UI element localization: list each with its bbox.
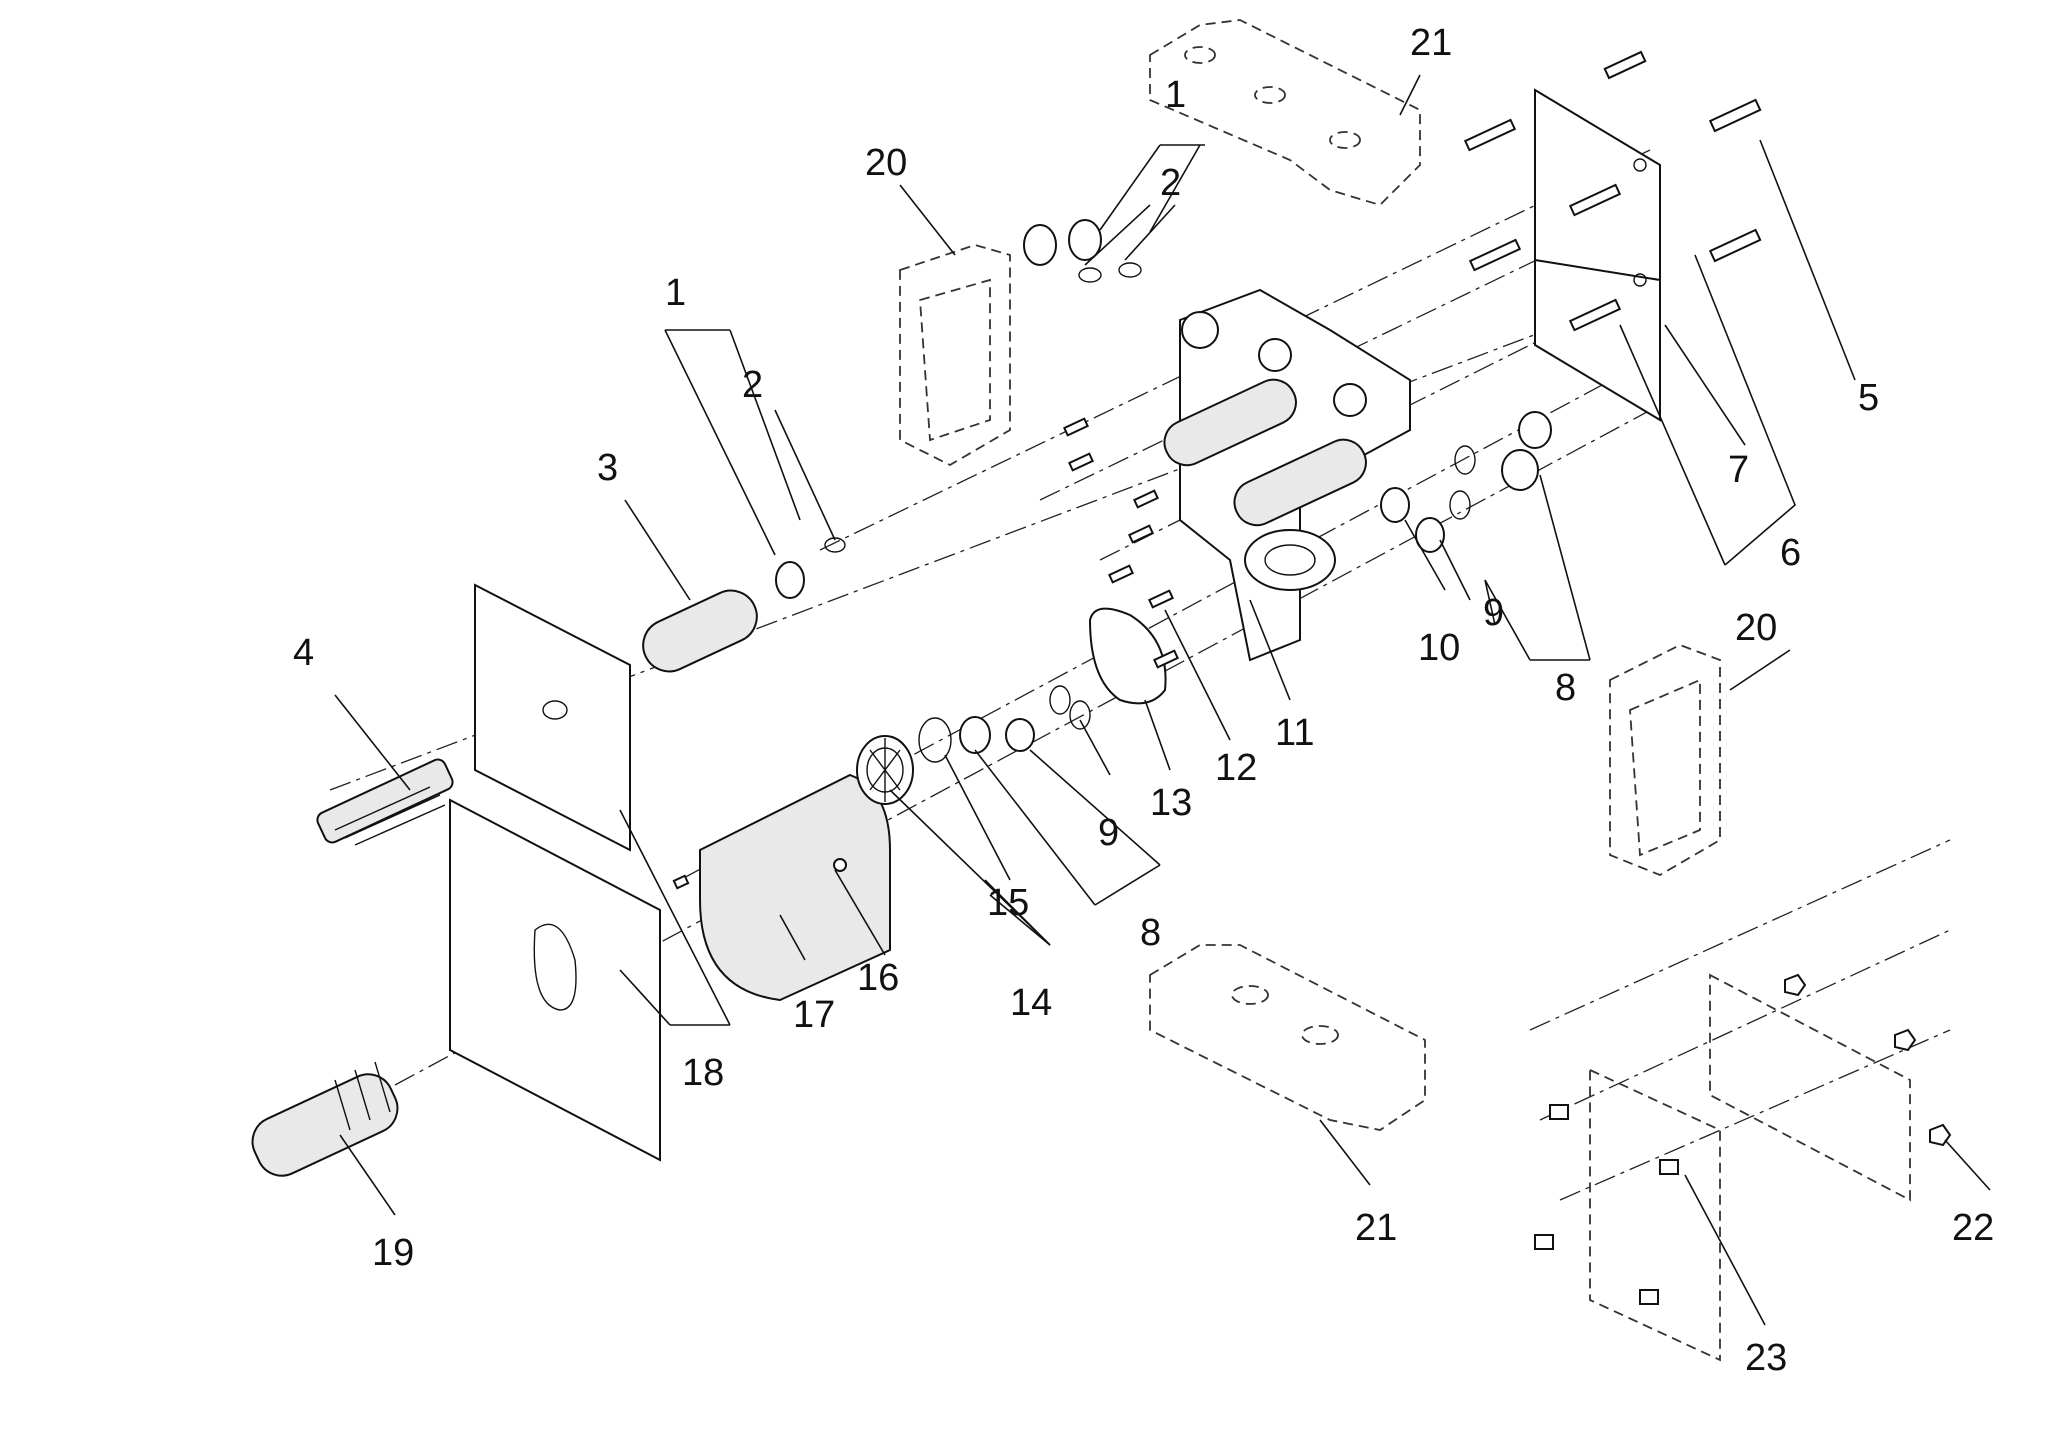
callout-17: 17 [793, 994, 835, 1036]
callout-22: 22 [1952, 1207, 1994, 1249]
mounting-plate [1534, 88, 1661, 422]
callout-9-left: 9 [1098, 812, 1119, 854]
wall-screws [1463, 50, 1762, 332]
callout-8-left: 8 [1140, 912, 1161, 954]
callout-9-right: 9 [1483, 592, 1504, 634]
callout-15: 15 [987, 882, 1029, 924]
small-rings [918, 411, 1552, 763]
callout-13: 13 [1150, 782, 1192, 824]
callout-23: 23 [1745, 1337, 1787, 1379]
callout-8-right: 8 [1555, 667, 1576, 709]
thermostatic-cartridge [251, 1061, 399, 1177]
callout-19: 19 [372, 1232, 414, 1274]
ghost-block-21-bottom [1149, 944, 1426, 1131]
frame-bolts [1534, 973, 1952, 1305]
callout-2-left: 2 [742, 364, 763, 406]
callout-labels: 21 1 2 20 1 2 3 4 5 7 6 9 10 20 8 11 12 … [293, 22, 1994, 1379]
leader-lines [334, 74, 1991, 1326]
valve-body [1163, 288, 1411, 662]
sealing-gasket [1088, 607, 1167, 705]
callout-6: 6 [1780, 532, 1801, 574]
ghost-mounting-frame [1589, 973, 1911, 1362]
ghost-block-21-top [1149, 19, 1421, 207]
callout-20-top: 20 [865, 142, 907, 184]
small-screws [672, 417, 1179, 890]
callout-1-left: 1 [665, 272, 686, 314]
callout-21-top: 21 [1410, 22, 1452, 64]
cover-plate-front [449, 798, 661, 1162]
callout-5: 5 [1858, 377, 1879, 419]
spindle-extension [316, 758, 454, 846]
callout-2-top: 2 [1160, 162, 1181, 204]
cartridge-rosette [856, 735, 914, 805]
pipe-inserts-top [1023, 219, 1142, 283]
callout-11: 11 [1275, 712, 1314, 754]
callout-18: 18 [682, 1052, 724, 1094]
callout-4: 4 [293, 632, 314, 674]
callout-1-top: 1 [1165, 74, 1186, 116]
callout-12: 12 [1215, 747, 1257, 789]
callout-21-bottom: 21 [1355, 1207, 1397, 1249]
ghost-block-20-right [1609, 644, 1721, 876]
ghost-block-20-left [899, 244, 1011, 467]
pipe-extension [642, 537, 846, 673]
callout-14: 14 [1010, 982, 1052, 1024]
callout-3: 3 [597, 447, 618, 489]
callout-10: 10 [1418, 627, 1460, 669]
callout-20-right: 20 [1735, 607, 1777, 649]
callout-7: 7 [1728, 449, 1749, 491]
cover-plate-back [474, 583, 631, 852]
callout-16: 16 [857, 957, 899, 999]
